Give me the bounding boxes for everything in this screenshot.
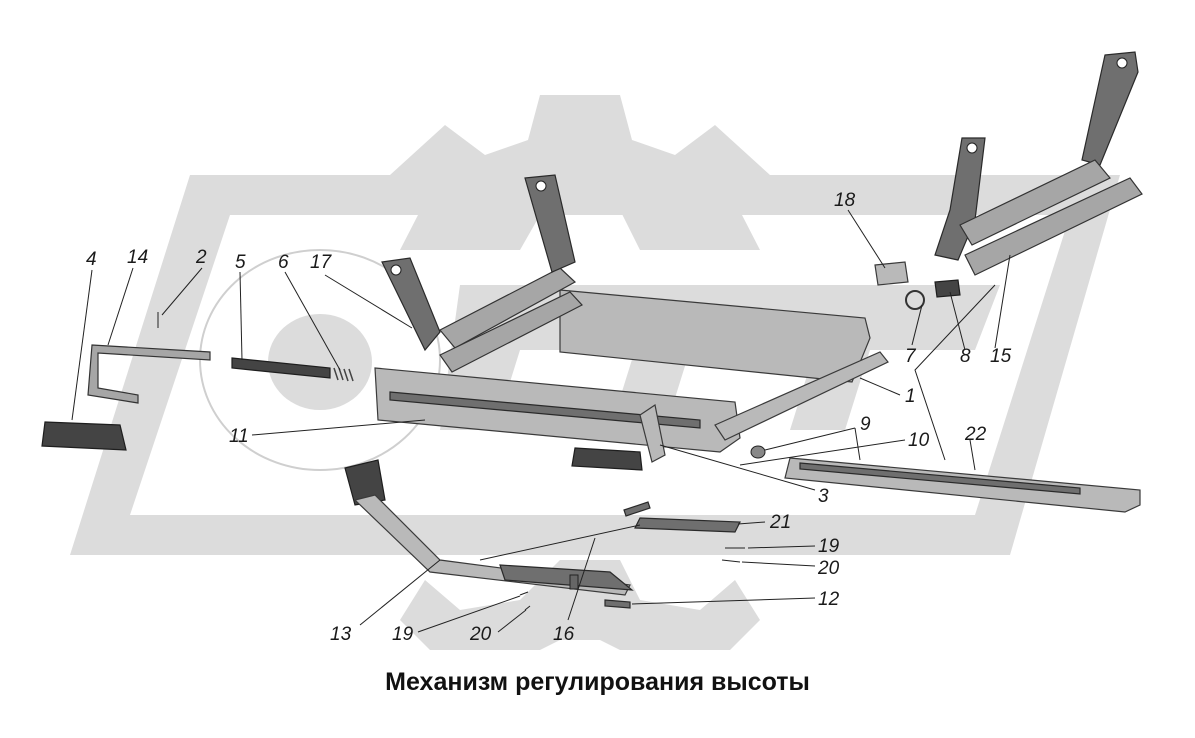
cross-tube-upper <box>439 267 577 349</box>
callout-13: 13 <box>330 624 352 645</box>
leader-11 <box>251 419 426 436</box>
leader-9b <box>854 427 861 461</box>
callout-17: 17 <box>310 252 333 273</box>
callout-2: 2 <box>195 247 207 268</box>
leader-19l <box>417 595 521 633</box>
leader-17 <box>324 274 413 329</box>
lower-lever <box>344 459 745 611</box>
leader-10 <box>739 439 906 466</box>
leader-16 <box>567 537 596 621</box>
rear-bracket-tall <box>1081 51 1139 166</box>
spring <box>333 367 354 382</box>
callout-20-left: 20 <box>469 624 492 645</box>
diagonal-bar <box>714 351 889 441</box>
leader-19r <box>747 545 816 549</box>
leader-13 <box>359 559 441 626</box>
callout-19-right: 19 <box>818 536 840 557</box>
rear-tube-upper <box>959 159 1111 246</box>
leader-5 <box>239 271 243 361</box>
axle <box>604 599 631 609</box>
lever-pin <box>569 574 579 590</box>
leader-2 <box>161 267 203 316</box>
leader-22 <box>969 439 976 471</box>
callout-15: 15 <box>990 346 1012 367</box>
callout-7: 7 <box>905 346 917 367</box>
rear-bracket-hole-short <box>966 142 978 154</box>
bush <box>934 279 961 298</box>
callout-9: 9 <box>860 414 871 435</box>
upright-bracket-left <box>381 257 441 352</box>
callout-19-left: 19 <box>392 624 414 645</box>
rear-bracket-hole <box>1116 57 1128 69</box>
leader-lines <box>71 209 1011 633</box>
callout-5: 5 <box>235 252 246 273</box>
cross-tube-lower <box>439 291 583 373</box>
callout-4: 4 <box>86 249 97 270</box>
leader-7 <box>911 304 923 346</box>
diagram-caption: Механизм регулирования высоты <box>385 668 810 696</box>
leader-15 <box>994 254 1011 349</box>
link-rod <box>479 524 641 561</box>
bracket-hole-left <box>390 264 402 276</box>
lever-plate <box>499 564 634 591</box>
small-clip-right <box>721 559 741 563</box>
leader-8 <box>949 291 966 351</box>
leader-6 <box>284 271 341 371</box>
rear-tube-lower <box>964 177 1143 276</box>
spring-small <box>623 501 651 517</box>
guide-roller <box>750 445 766 459</box>
leader-18 <box>847 209 886 269</box>
callout-6: 6 <box>278 252 289 273</box>
guide-rail-teeth <box>799 462 1081 495</box>
callout-12: 12 <box>818 589 840 610</box>
callout-18: 18 <box>834 190 856 211</box>
callout-22: 22 <box>964 424 987 445</box>
small-clip-left <box>524 605 531 611</box>
leader-9a <box>764 427 856 451</box>
small-pin-left <box>519 591 529 596</box>
guide-rail <box>750 445 1141 513</box>
callout-labels: 4 14 2 5 6 17 11 18 1 7 8 15 9 10 22 3 2… <box>86 190 1012 645</box>
pivot-bush <box>874 261 909 286</box>
callout-1: 1 <box>905 386 916 407</box>
seat-frame <box>374 174 889 471</box>
right-hardware <box>874 51 1143 310</box>
rod <box>231 357 331 379</box>
callout-21: 21 <box>769 512 791 533</box>
callout-10: 10 <box>908 430 930 451</box>
callout-16: 16 <box>553 624 575 645</box>
callout-3: 3 <box>818 486 829 507</box>
callout-14: 14 <box>127 247 148 268</box>
upright-bracket-center <box>524 174 576 273</box>
callout-11: 11 <box>229 426 249 447</box>
rear-bracket-short <box>934 137 986 261</box>
leader-14 <box>107 267 134 346</box>
callout-20-right: 20 <box>817 558 840 579</box>
lever <box>639 404 666 463</box>
leader-21 <box>737 521 766 525</box>
link-plate <box>634 517 741 533</box>
washer <box>905 290 925 310</box>
callout-8: 8 <box>960 346 971 367</box>
leader-1 <box>859 377 901 396</box>
handle-pad <box>571 447 643 471</box>
watermark-circle-inner <box>268 314 372 410</box>
bracket-hole-center <box>535 180 547 192</box>
watermark-gear-bottom <box>400 560 760 650</box>
foot-lever-pad <box>344 459 386 506</box>
leader-12 <box>631 597 816 605</box>
watermark-gear <box>390 95 770 250</box>
handle-bar <box>87 344 211 404</box>
grip <box>41 421 127 451</box>
leader-4 <box>71 269 93 421</box>
leader-22b <box>914 284 996 461</box>
rail-slots <box>389 391 701 429</box>
left-hardware <box>41 312 354 451</box>
leader-3 <box>659 444 816 491</box>
leader-20r <box>741 561 816 567</box>
leader-20l <box>497 609 527 633</box>
